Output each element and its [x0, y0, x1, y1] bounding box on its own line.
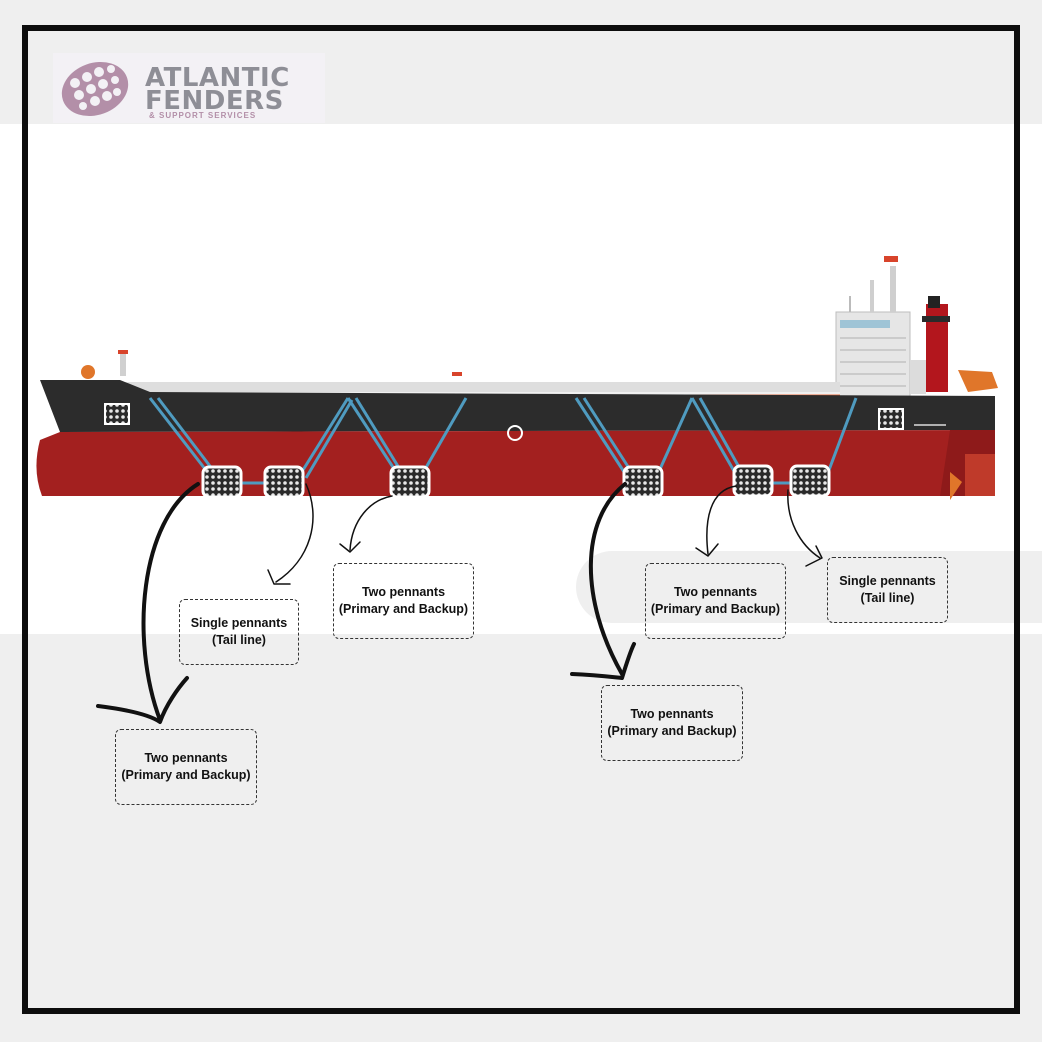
arrow [706, 485, 737, 555]
logo-title-line2: FENDERS [145, 86, 284, 116]
arrow [141, 482, 200, 722]
callout-title: Single pennants [839, 574, 936, 588]
logo-title-line1: ATLANTIC [145, 63, 290, 93]
arrow-head [339, 541, 361, 553]
fender [201, 465, 243, 499]
callout-title: Single pennants [190, 616, 288, 630]
callout-arrows [96, 482, 823, 724]
arrow-head [267, 569, 291, 585]
callout-title: Two pennants [673, 585, 758, 599]
callout-two-pennants-lower-right: Two pennants (Primary and Backup) [601, 685, 743, 761]
callout-two-pennants-mid-right: Two pennants (Primary and Backup) [645, 563, 786, 639]
arrow-head [96, 676, 189, 724]
callout-single-pennants-left: Single pennants (Tail line) [179, 599, 299, 665]
callout-single-pennants-right: Single pennants (Tail line) [827, 557, 948, 623]
arrow [588, 482, 627, 676]
callout-two-pennants-lower-left: Two pennants (Primary and Backup) [115, 729, 257, 805]
diagram-frame [22, 25, 1020, 1014]
ship-superstructure [835, 256, 998, 397]
fender-group [201, 464, 831, 499]
callout-subtitle: (Tail line) [212, 633, 266, 647]
arrow-head [570, 642, 636, 680]
arrow [275, 483, 314, 583]
arrow [349, 495, 393, 551]
fender [789, 464, 831, 498]
callout-subtitle: (Primary and Backup) [607, 724, 737, 738]
company-logo: ATLANTIC FENDERS & SUPPORT SERVICES [53, 53, 325, 123]
fender [622, 465, 664, 499]
logo-tagline: & SUPPORT SERVICES [149, 111, 257, 120]
callout-title: Two pennants [144, 751, 228, 765]
callout-subtitle: (Tail line) [860, 591, 915, 605]
fender [389, 465, 431, 499]
fender [263, 465, 305, 499]
pennant-lines [148, 397, 858, 479]
bottom-background-band [0, 634, 1042, 1042]
callout-subtitle: (Primary and Backup) [650, 602, 781, 616]
arrow [787, 489, 821, 559]
callout-subtitle: (Primary and Backup) [121, 768, 251, 782]
fender [732, 464, 774, 498]
callout-two-pennants-mid-left: Two pennants (Primary and Backup) [333, 563, 474, 639]
arrow-head [805, 545, 823, 567]
callout-subtitle: (Primary and Backup) [338, 602, 469, 616]
arrow-head [695, 543, 719, 557]
callout-title: Two pennants [630, 707, 714, 721]
callout-title: Two pennants [361, 585, 446, 599]
fender-mark-icon [61, 61, 129, 117]
